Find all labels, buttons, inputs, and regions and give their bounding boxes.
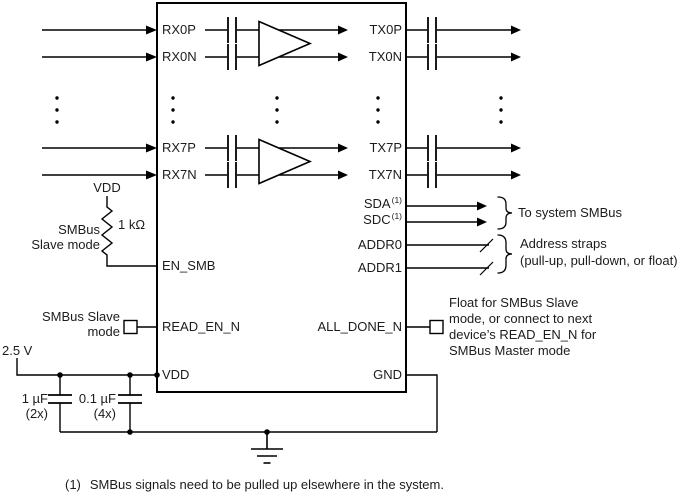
cap1-value-label: 1 µF <box>21 391 48 406</box>
resistor-value-label: 1 kΩ <box>118 217 146 232</box>
power-rail <box>16 358 160 378</box>
pin-label-tx7n: TX7N <box>368 167 402 182</box>
pin-label-gnd: GND <box>373 367 402 382</box>
address-straps-label-line1: Address straps <box>520 236 607 251</box>
read-en-mode-label-line1: SMBus Slave <box>41 309 120 324</box>
channel7-output-arrows <box>279 143 348 180</box>
decoupling-cap-2 <box>118 375 142 432</box>
ground-symbol <box>251 432 283 464</box>
vdd-rail-label: VDD <box>93 180 121 195</box>
pin-label-rx0p: RX0P <box>162 22 196 37</box>
pin-label-vdd: VDD <box>162 367 190 382</box>
ground-wire <box>60 374 438 435</box>
pin-label-sdc-text: SDC <box>363 212 391 227</box>
pin-label-addr1: ADDR1 <box>357 260 402 275</box>
all-done-terminal <box>406 319 444 335</box>
all-done-note-line1: Float for SMBus Slave <box>449 295 579 310</box>
footnote-text: SMBus signals need to be pulled up elsew… <box>89 477 444 492</box>
read-en-mode-label-line2: mode <box>87 324 120 339</box>
read-en-terminal <box>123 319 157 335</box>
en-smb-mode-label-line1: SMBus <box>58 222 100 237</box>
all-done-note-line4: SMBus Master mode <box>449 343 571 358</box>
supply-voltage-label: 2.5 V <box>2 343 33 358</box>
pin-label-tx0p: TX0P <box>369 22 402 37</box>
en-smb-mode-label-line2: Slave mode <box>31 237 100 252</box>
sda-footnote-marker: (1) <box>391 195 402 205</box>
cap2-value-label: 0.1 µF <box>78 391 116 406</box>
sda-sdc-arrows <box>406 201 487 227</box>
pin-label-sdc: SDC(1) <box>363 211 402 228</box>
pin-label-addr0: ADDR0 <box>357 237 402 252</box>
all-done-note-line2: mode, or connect to next <box>449 311 593 326</box>
cap1-count-label: (2x) <box>25 406 48 421</box>
smbus-brace <box>497 196 513 230</box>
pin-label-tx0n: TX0N <box>368 49 402 64</box>
pin-label-sda: SDA(1) <box>363 195 402 212</box>
channel0-output-arrows <box>279 25 348 62</box>
channel7-internal-caps <box>205 135 259 188</box>
addr-strap-lines <box>406 238 494 276</box>
channel7-buffer-triangle <box>258 138 313 185</box>
decoupling-cap-1 <box>48 375 72 432</box>
addr-brace <box>497 234 513 274</box>
channel0-internal-caps <box>205 17 259 70</box>
pin-label-read-en-n: READ_EN_N <box>162 319 241 334</box>
ellipsis-dots <box>55 96 503 124</box>
address-straps-label-line2: (pull-up, pull-down, or float) <box>520 253 678 268</box>
rx-input-arrows <box>42 25 157 180</box>
pin-label-en-smb: EN_SMB <box>162 258 216 273</box>
pin-label-rx7n: RX7N <box>162 167 197 182</box>
pin-label-tx7p: TX7P <box>369 140 402 155</box>
footnote-marker: (1) <box>65 477 81 492</box>
pin-label-all-done-n: ALL_DONE_N <box>317 319 402 334</box>
pin-label-sda-text: SDA <box>363 196 391 211</box>
chip-outline <box>156 2 407 393</box>
cap2-count-label: (4x) <box>93 406 116 421</box>
to-system-smbus-label: To system SMBus <box>518 205 623 220</box>
pin-label-rx7p: RX7P <box>162 140 196 155</box>
pin-label-rx0n: RX0N <box>162 49 197 64</box>
footnote: (1) SMBus signals need to be pulled up e… <box>65 477 444 493</box>
pullup-resistor <box>100 196 157 267</box>
tx-output-caps-arrows <box>406 17 521 188</box>
sdc-footnote-marker: (1) <box>391 211 402 221</box>
channel0-buffer-triangle <box>258 20 313 67</box>
all-done-note-line3: device’s READ_EN_N for <box>449 327 597 342</box>
